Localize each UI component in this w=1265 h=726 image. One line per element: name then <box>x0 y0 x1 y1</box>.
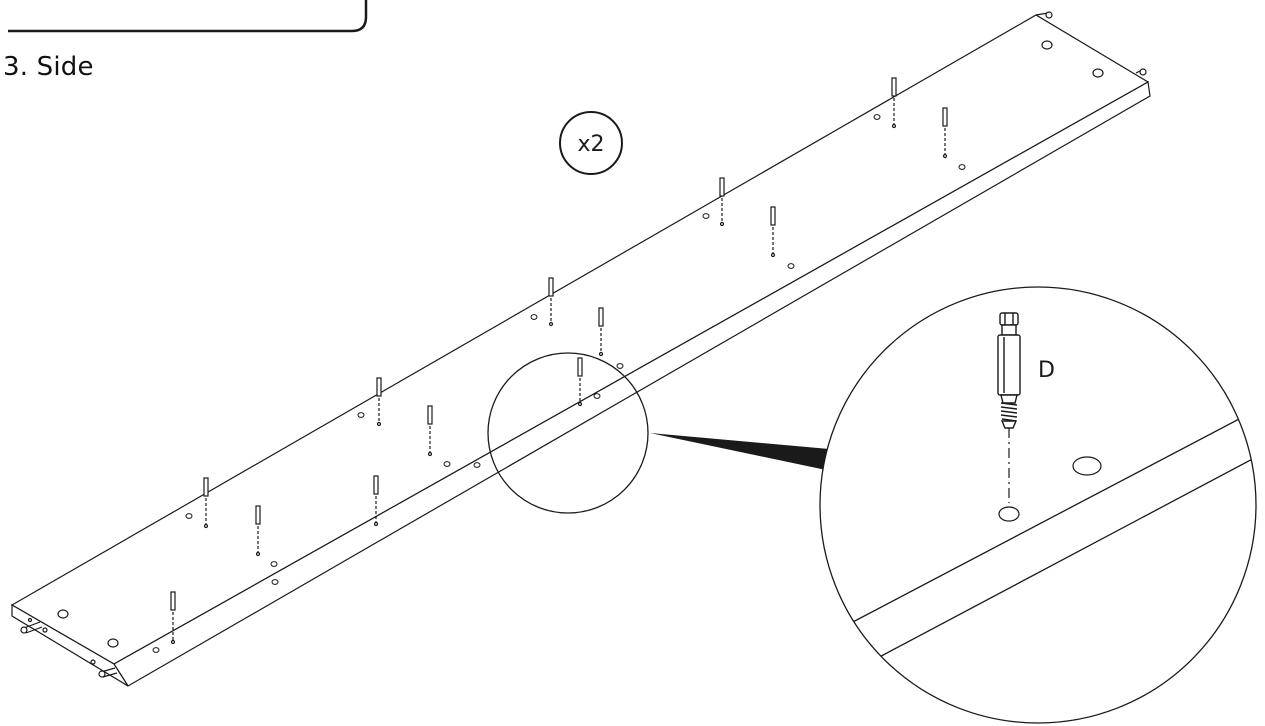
cam-bolt-icon <box>942 107 948 159</box>
magnifier-callout-icon <box>487 352 829 514</box>
board-end-edge <box>11 603 129 687</box>
callout-connector <box>650 433 829 470</box>
quantity-badge: x2 <box>559 111 623 175</box>
cam-bolt-icon <box>427 405 433 457</box>
end-holes <box>27 617 96 665</box>
cam-bolt-icon <box>598 307 604 357</box>
quantity-badge-label: x2 <box>577 132 604 157</box>
detail-board-edge-bottom <box>869 454 1256 663</box>
cam-bolts <box>170 77 948 645</box>
cam-bolt-icon <box>203 477 209 529</box>
detail-board-edge-top <box>829 407 1256 635</box>
detail-pin-hole <box>998 506 1020 522</box>
cam-bolt-icon <box>719 177 725 227</box>
board-holes <box>152 114 966 653</box>
detail-hole <box>1072 456 1102 476</box>
cam-bolt-icon <box>997 312 1021 429</box>
step-title: 3. Side <box>3 52 94 82</box>
cam-bolt-icon <box>255 505 261 557</box>
dowel-icon <box>20 11 1147 678</box>
detail-part-label: D <box>1038 358 1055 383</box>
cam-bolt-icon <box>376 377 382 427</box>
cam-bolt-icon <box>577 357 583 407</box>
cam-bolt-icon <box>548 277 554 327</box>
cam-bolt-icon <box>891 77 897 129</box>
cam-bolt-icon <box>770 206 776 258</box>
detail-view: D <box>819 286 1257 724</box>
cam-bolt-icon <box>170 591 176 645</box>
cam-bolt-icon <box>373 475 379 527</box>
previous-step-frame <box>8 0 368 33</box>
